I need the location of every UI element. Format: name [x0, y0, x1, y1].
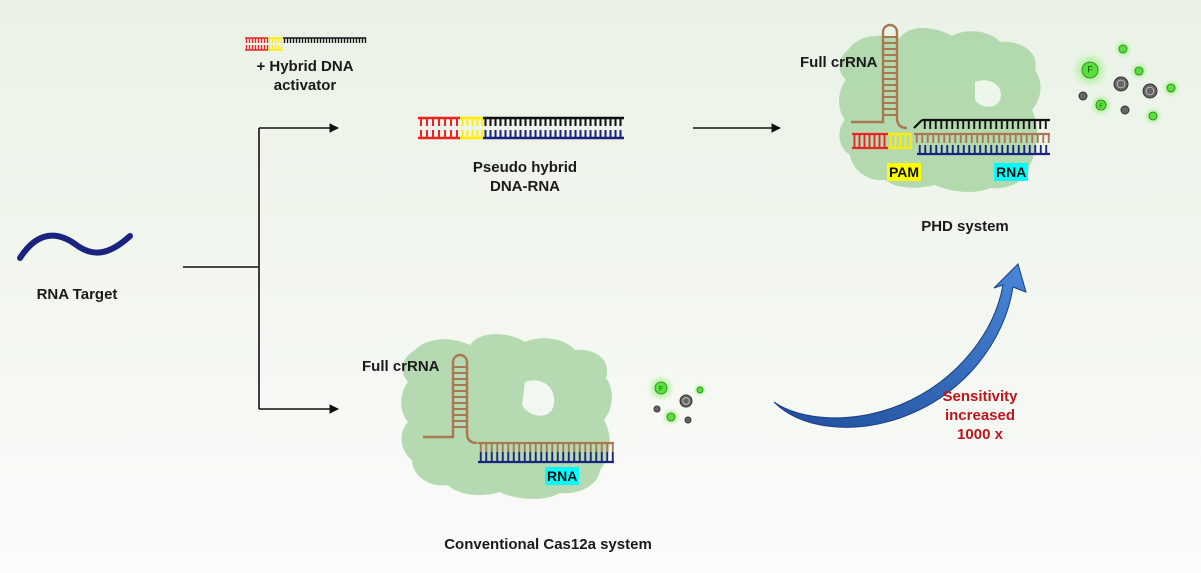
phd-cas12a-protein-icon	[839, 27, 1041, 192]
conventional-crRNA-complex	[423, 353, 614, 464]
phd-reporter-cluster: FF	[1070, 39, 1181, 126]
activator-red-top	[245, 37, 269, 43]
activator-label: + Hybrid DNA activator	[240, 57, 370, 95]
phd-dna-strand	[922, 118, 1050, 129]
quencher-icon	[679, 394, 693, 408]
sensitivity-label: Sensitivity increased 1000 x	[920, 387, 1040, 444]
phd-crRNA-hairpin	[851, 23, 908, 130]
fluorophore-icon: F	[646, 373, 676, 403]
fluorophore-icon	[661, 407, 681, 427]
quencher-icon	[1113, 76, 1129, 92]
conventional-system-title: Conventional Cas12a system	[444, 536, 652, 553]
branch-connector	[183, 123, 339, 414]
conventional-crRNA-label: Full crRNA	[362, 358, 440, 375]
svg-text:F: F	[1087, 65, 1093, 75]
hybrid-dna-activator-icon	[245, 37, 367, 51]
pseudo-dna-strand	[483, 116, 624, 126]
svg-text:F: F	[659, 386, 663, 393]
phd-red-bottom	[852, 141, 888, 150]
fluorophore-icon: F	[1070, 50, 1110, 90]
pseudo-yellow-bottom	[460, 130, 484, 140]
activator-yellow-bottom	[268, 45, 283, 51]
fluorophore-icon: F	[1089, 93, 1113, 117]
conventional-crRNA-hairpin	[423, 353, 478, 445]
phd-crRNA-label: Full crRNA	[800, 54, 878, 71]
rna-strand-icon	[17, 232, 133, 261]
phd-rna-strand	[917, 145, 1050, 156]
sensitivity-line2: increased	[944, 407, 1016, 424]
quencher-icon	[1078, 91, 1088, 101]
conventional-crRNA-spacer	[478, 441, 614, 453]
fluorophore-icon	[1129, 61, 1149, 81]
sensitivity-line1: Sensitivity	[942, 388, 1018, 405]
pseudo-red-top	[418, 116, 460, 126]
activator-red-bottom	[245, 45, 269, 51]
activator-yellow-top	[268, 37, 283, 43]
conventional-reporter-cluster: F	[646, 373, 708, 427]
activator-black-strand	[283, 37, 367, 43]
phd-red-top	[852, 132, 888, 141]
quencher-icon	[1142, 83, 1158, 99]
fluorophore-icon	[692, 382, 708, 398]
pseudo-hybrid-label: Pseudo hybrid DNA-RNA	[455, 158, 595, 196]
pseudo-yellow-top	[460, 116, 484, 126]
conventional-rna-strand	[478, 452, 614, 464]
sensitivity-line3: 1000 x	[957, 426, 1003, 443]
pseudo-hybrid-duplex-icon	[418, 116, 624, 140]
conventional-rna-tag: RNA	[545, 467, 580, 485]
phd-yellow-top	[888, 132, 912, 141]
rna-target-label: RNA Target	[36, 286, 118, 303]
phd-system-title: PHD system	[921, 218, 1009, 235]
pseudo-rna-strand	[483, 130, 624, 140]
activator-label-line1: + Hybrid DNA	[256, 58, 354, 75]
quencher-icon	[684, 416, 692, 424]
phd-rna-tag: RNA	[994, 163, 1029, 181]
pseudo-hybrid-label-line2: DNA-RNA	[490, 178, 560, 195]
phd-crRNA-complex	[851, 23, 1050, 156]
quencher-icon	[1120, 105, 1130, 115]
phd-yellow-bottom	[888, 141, 912, 150]
pseudo-red-bottom	[418, 130, 460, 140]
fluorophore-icon	[1161, 78, 1181, 98]
sensitivity-increase-arrow	[773, 263, 1027, 428]
quencher-icon	[653, 405, 661, 413]
pam-tag: PAM	[887, 163, 922, 181]
phd-dna-kink	[913, 119, 923, 129]
fluorophore-icon	[1143, 106, 1163, 126]
pseudo-hybrid-label-line1: Pseudo hybrid	[472, 159, 578, 176]
activator-label-line2: activator	[273, 77, 337, 94]
svg-text:F: F	[1099, 104, 1103, 110]
fluorophore-icon	[1113, 39, 1133, 59]
phd-crRNA-spacer	[914, 132, 1050, 143]
